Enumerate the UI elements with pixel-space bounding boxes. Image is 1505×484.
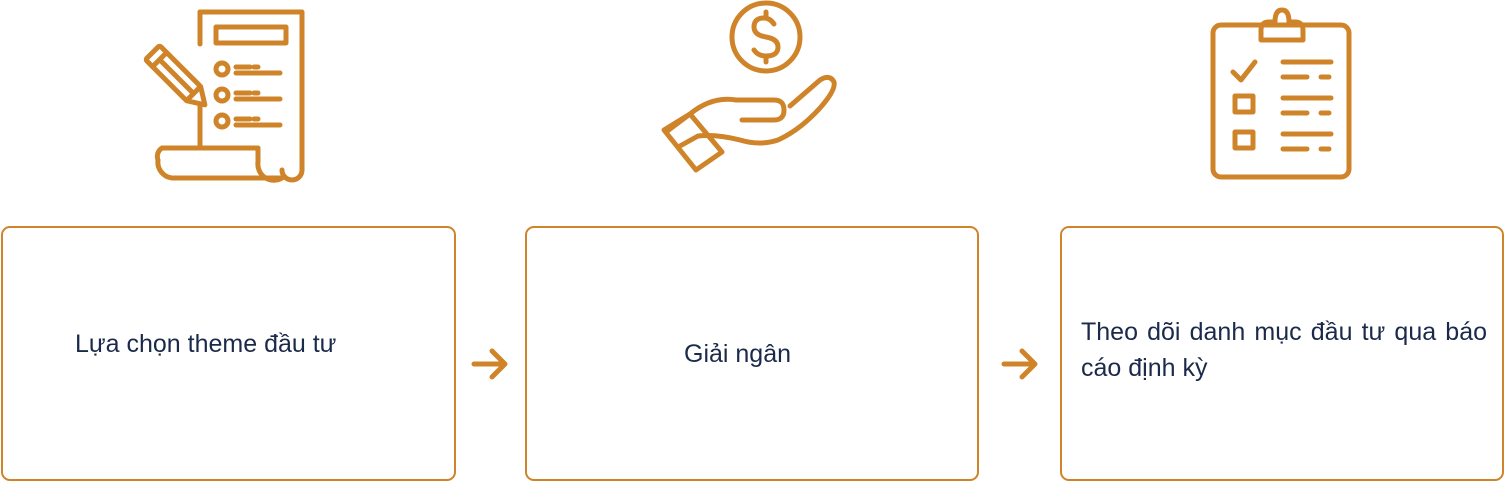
arrow-right-icon xyxy=(470,346,510,382)
step-box-disbursement: Giải ngân xyxy=(525,226,979,481)
step-box-monitor-portfolio: Theo dõi danh mục đầu tư qua báo cáo địn… xyxy=(1060,226,1504,481)
step-label: Theo dõi danh mục đầu tư qua báo cáo địn… xyxy=(1081,318,1487,382)
document-pencil-icon xyxy=(140,0,320,190)
hand-dollar-icon xyxy=(650,0,850,190)
clipboard-checklist-icon xyxy=(1195,0,1365,190)
step-label: Giải ngân xyxy=(684,340,792,368)
step-box-select-theme: Lựa chọn theme đầu tư xyxy=(1,226,456,481)
step-label: Lựa chọn theme đầu tư xyxy=(75,330,337,358)
arrow-right-icon xyxy=(1000,346,1040,382)
